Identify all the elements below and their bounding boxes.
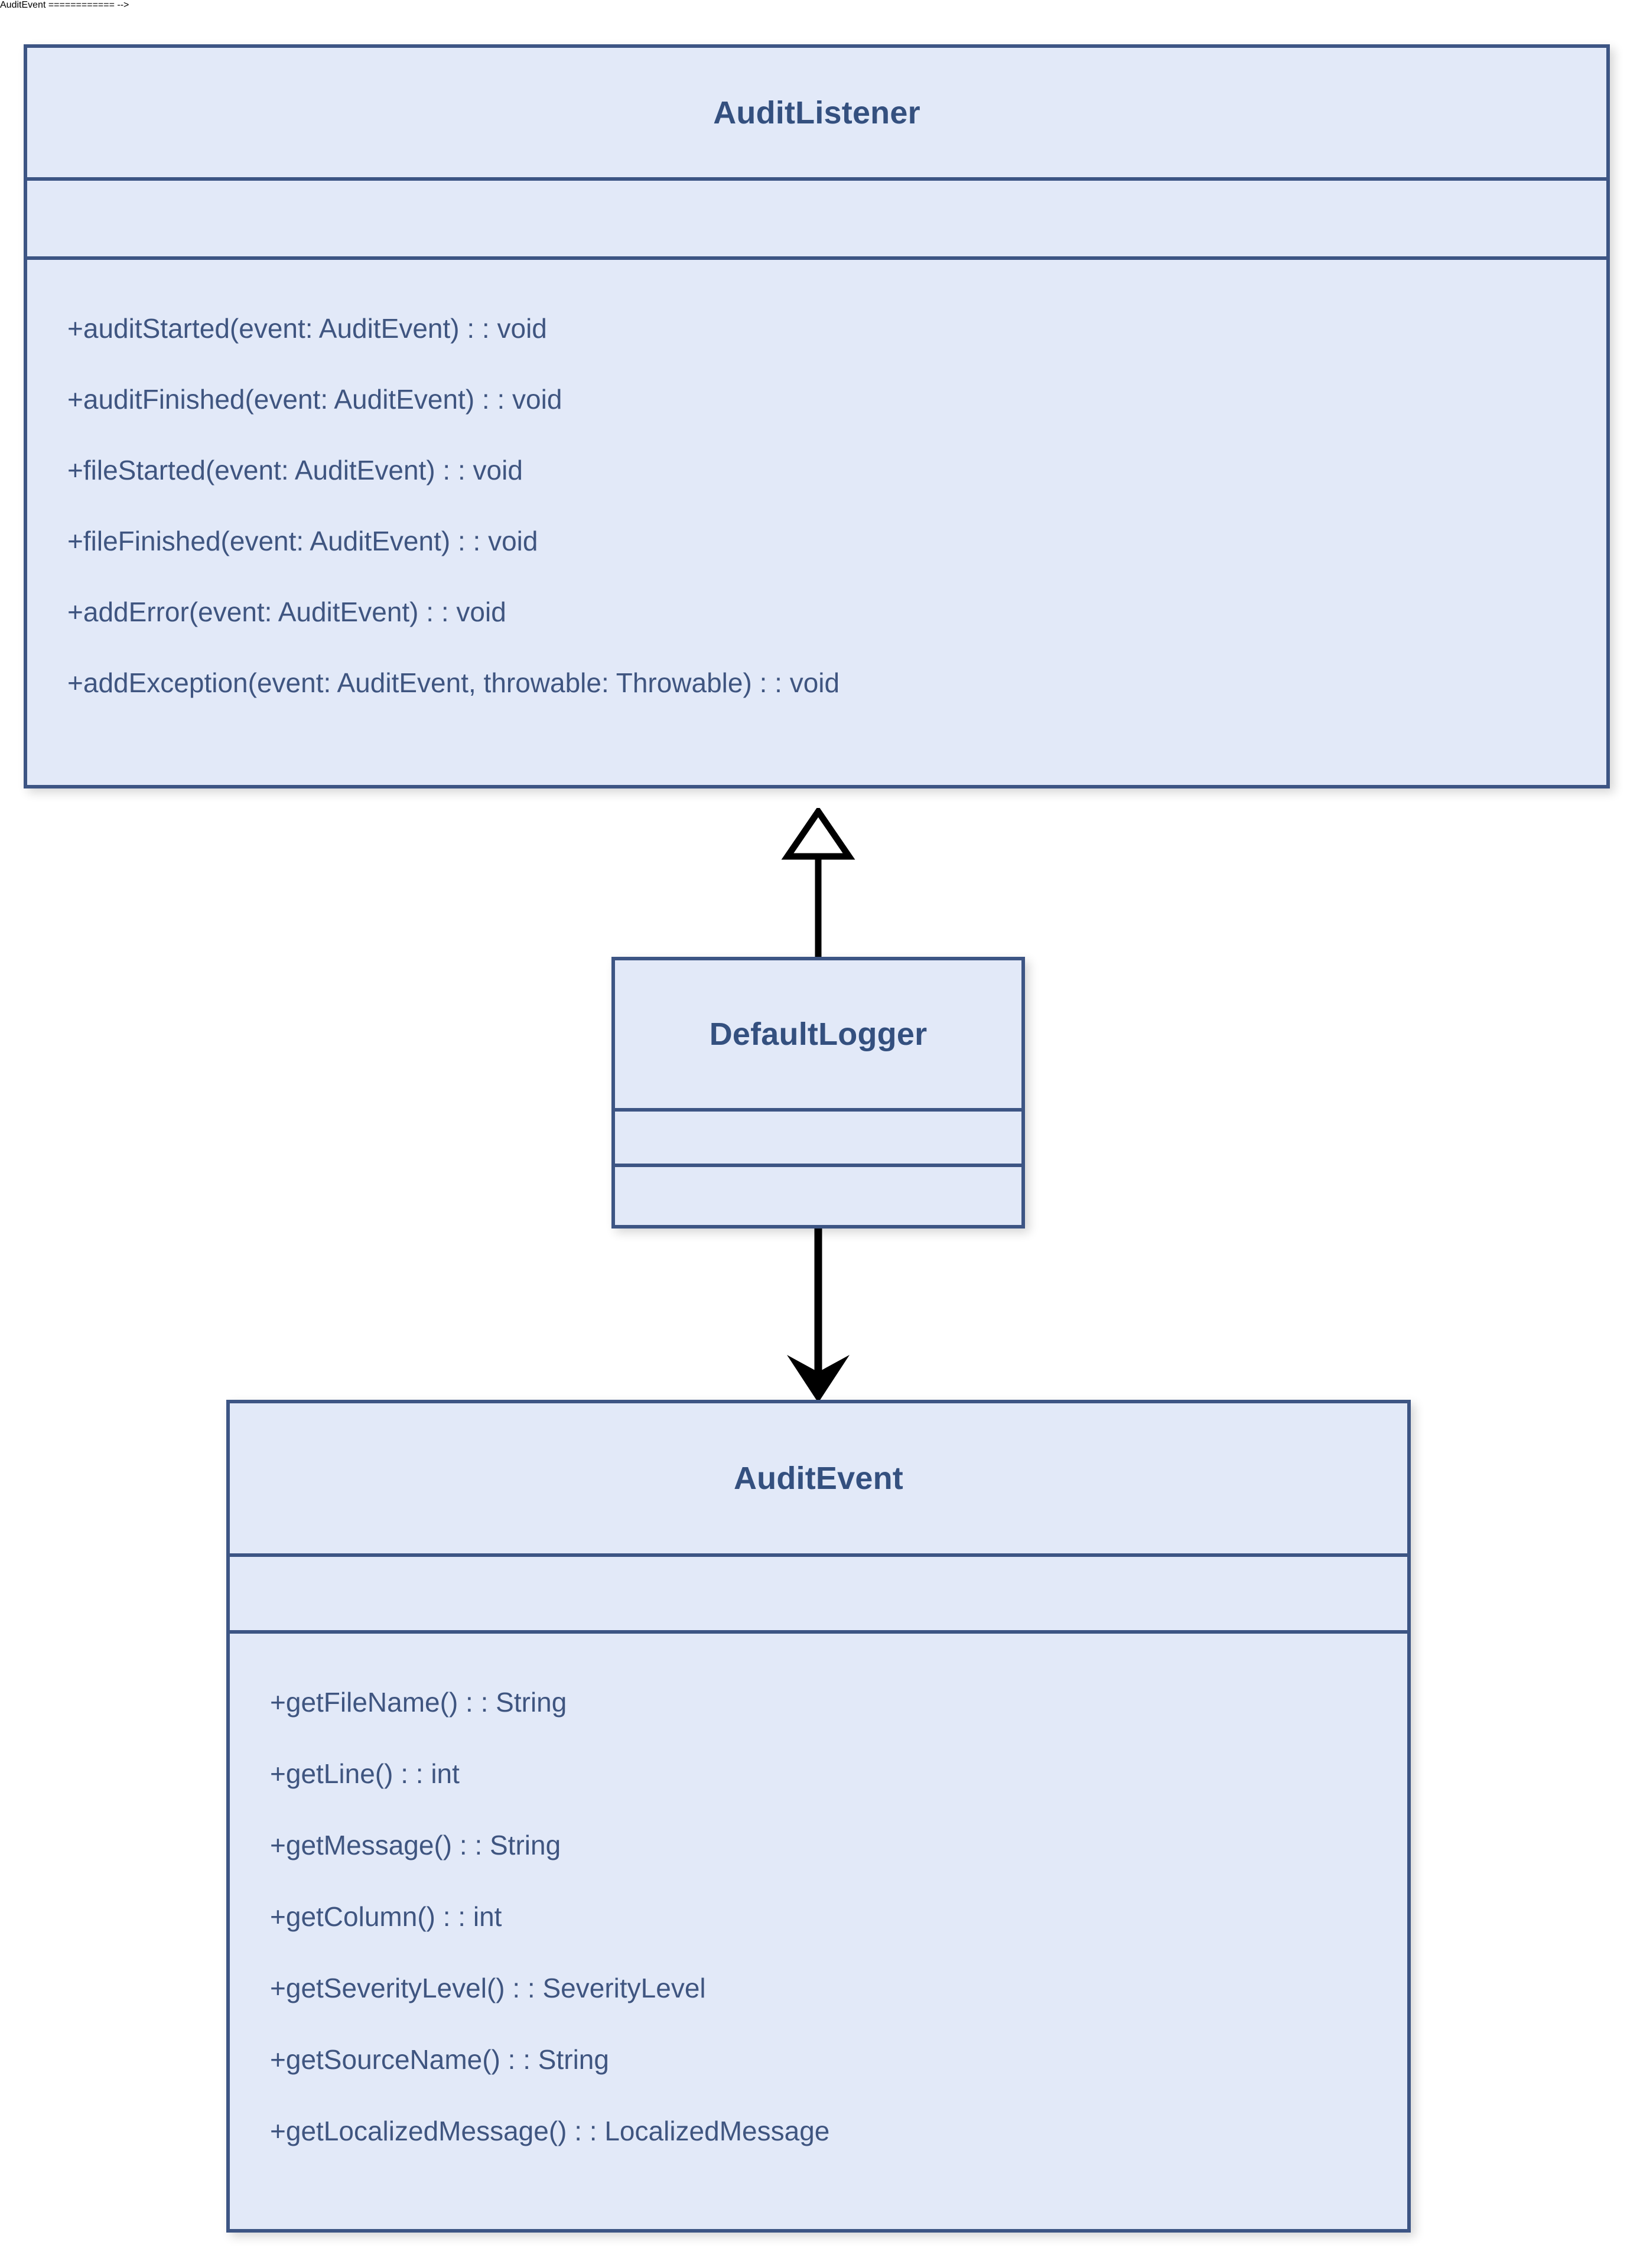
method-row: +fileFinished(event: AuditEvent) : : voi… xyxy=(67,526,538,556)
method-row: +addError(event: AuditEvent) : : void xyxy=(67,597,506,627)
class-title-default-logger: DefaultLogger xyxy=(709,1016,928,1052)
methods-compartment-audit-event: +getFileName() : : String +getLine() : :… xyxy=(230,1630,1407,2229)
method-row: +getLine() : : int xyxy=(270,1758,460,1789)
generalization-connector-defaultlogger-to-auditlistener xyxy=(774,808,863,960)
methods-compartment-default-logger xyxy=(615,1164,1021,1221)
association-connector-defaultlogger-to-auditevent xyxy=(774,1228,863,1406)
method-row: +auditFinished(event: AuditEvent) : : vo… xyxy=(67,384,562,415)
method-row: +getLocalizedMessage() : : LocalizedMess… xyxy=(270,2116,830,2146)
method-row: +fileStarted(event: AuditEvent) : : void xyxy=(67,455,523,485)
class-box-audit-listener[interactable]: AuditListener +auditStarted(event: Audit… xyxy=(24,44,1610,788)
method-row: +auditStarted(event: AuditEvent) : : voi… xyxy=(67,313,547,344)
method-row: +getColumn() : : int xyxy=(270,1901,502,1932)
method-row: +getSourceName() : : String xyxy=(270,2044,609,2075)
method-row: +getMessage() : : String xyxy=(270,1830,561,1860)
methods-compartment-audit-listener: +auditStarted(event: AuditEvent) : : voi… xyxy=(27,256,1606,781)
method-row: +getSeverityLevel() : : SeverityLevel xyxy=(270,1973,706,2003)
method-row: +getFileName() : : String xyxy=(270,1687,567,1718)
class-title-audit-listener: AuditListener xyxy=(713,94,920,131)
method-row: +addException(event: AuditEvent, throwab… xyxy=(67,667,840,698)
attributes-compartment-default-logger xyxy=(615,1108,1021,1164)
attributes-compartment-audit-event xyxy=(230,1553,1407,1630)
class-box-default-logger[interactable]: DefaultLogger xyxy=(611,957,1025,1228)
class-box-audit-event[interactable]: AuditEvent +getFileName() : : String +ge… xyxy=(226,1400,1411,2233)
class-title-audit-event: AuditEvent xyxy=(733,1461,903,1496)
attributes-compartment-audit-listener xyxy=(27,177,1606,256)
